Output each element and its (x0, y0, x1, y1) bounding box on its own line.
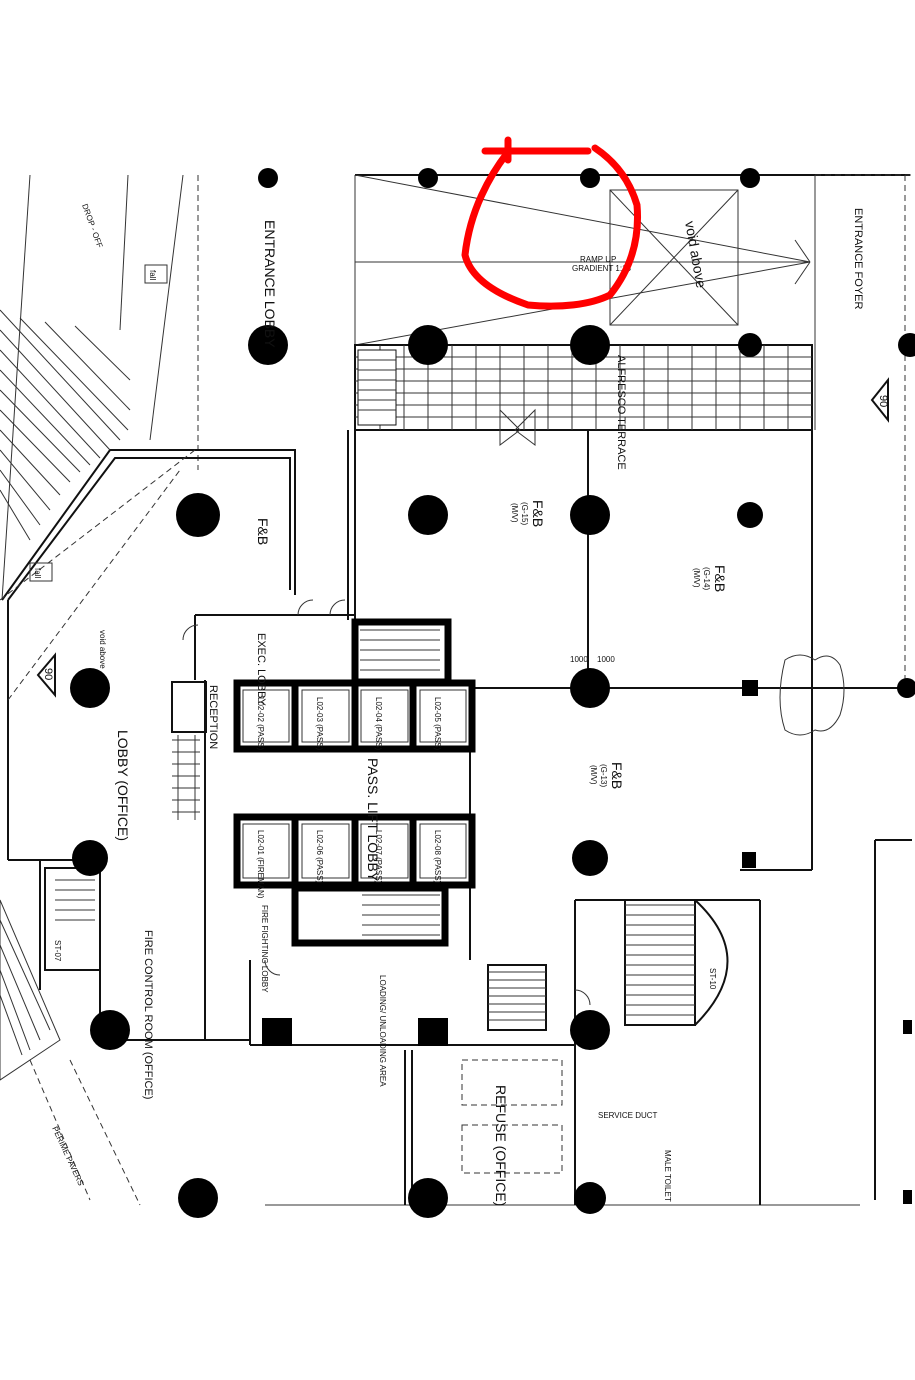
column (258, 168, 278, 188)
column (178, 1178, 218, 1218)
column (408, 495, 448, 535)
column (90, 1010, 130, 1050)
column (418, 168, 438, 188)
label-alfresco-terrace: ALFRESCO TERRACE (615, 355, 627, 470)
label-fire-fighting-lobby: FIRE FIGHTING LOBBY (260, 905, 269, 993)
label-void-above-left: void above (98, 630, 107, 669)
label-fb-g14: F&B (712, 565, 728, 592)
grid-triangle (36, 652, 56, 698)
column (570, 668, 610, 708)
column (570, 495, 610, 535)
column (738, 333, 762, 357)
column (897, 678, 915, 698)
label-grid-90-a: 90 (877, 395, 889, 407)
fall-marker-box (144, 264, 168, 284)
label-ramp-up: RAMP UP (580, 255, 616, 264)
label-male-toilet: MALE TOILET (663, 1150, 672, 1202)
label-lift-l04: L02-04 (PASS) (374, 697, 383, 751)
staircase-st10 (624, 899, 729, 1026)
label-fb-g13-code: (G-13) (599, 764, 608, 787)
ramp-fan-lines (0, 309, 196, 701)
column (176, 493, 220, 537)
grid-triangle (870, 377, 889, 423)
label-refuse-office: REFUSE (OFFICE) (493, 1085, 509, 1206)
label-fb-g14-sub: (M/V) (692, 568, 701, 588)
column (903, 1190, 912, 1204)
label-fall-a: fall (148, 270, 157, 280)
label-lift-l02: L02-02 (PASS) (256, 697, 265, 751)
right-structure (874, 839, 912, 1200)
column (72, 840, 108, 876)
column (70, 668, 110, 708)
column (737, 502, 763, 528)
label-fb-g14-code: (G-14) (702, 567, 711, 590)
column (572, 840, 608, 876)
label-lift-l08: L02-08 (PASS) (433, 830, 442, 884)
fall-marker-box (29, 562, 53, 582)
column (574, 1182, 606, 1214)
lift-core-upper (233, 618, 476, 753)
refuse-bins (461, 1059, 563, 1174)
label-loading-area: LOADING/ UNLOADING AREA (378, 975, 387, 1087)
label-gradient: GRADIENT 1:15 (572, 264, 632, 273)
label-lobby-office: LOBBY (OFFICE) (115, 730, 131, 841)
label-pass-lift-lobby: PASS. LIFT LOBBY (365, 758, 381, 882)
column (742, 852, 756, 868)
label-fb-g13: F&B (609, 762, 625, 789)
label-fb-g13-sub: (M/V) (589, 765, 598, 785)
column (248, 325, 288, 365)
label-exec-lobby: EXEC. LOBBY (255, 633, 267, 706)
hatched-area (0, 899, 141, 1206)
structural-columns (70, 168, 915, 1218)
red-markup-annotation (461, 136, 642, 310)
label-entrance-foyer: ENTRANCE FOYER (852, 208, 864, 310)
label-fb-g15: F&B (530, 500, 546, 527)
label-dim-a: 1000 (570, 655, 588, 664)
label-grid-90-b: 90 (42, 668, 54, 680)
column (408, 325, 448, 365)
label-lift-l01: L02-01 (FIREMAN) (256, 830, 265, 899)
column (903, 1020, 912, 1034)
label-entrance-lobby: ENTRANCE LOBBY (262, 220, 278, 348)
label-lift-l03: L02-03 (PASS) (315, 697, 324, 751)
void-cloud (779, 654, 845, 736)
lift-core-lower (233, 813, 476, 947)
fall-markers: fall fall (29, 264, 168, 582)
staircase-loading (487, 964, 547, 1031)
main-walls (1, 430, 905, 1205)
column (740, 168, 760, 188)
staircase-st07 (44, 867, 101, 971)
column (742, 680, 758, 696)
label-st10: ST-10 (708, 968, 717, 990)
label-dim-b: 1000 (597, 655, 615, 664)
column (262, 1018, 292, 1046)
doors (182, 408, 591, 1006)
label-lift-l07: L02-07 (PASS) (374, 830, 383, 884)
reception-stairs (171, 681, 207, 820)
label-fb-g15-code: (G-15) (520, 502, 529, 525)
column (418, 1018, 448, 1046)
label-lift-l05: L02-05 (PASS) (433, 697, 442, 751)
label-reception: RECEPTION (207, 685, 219, 749)
column (570, 325, 610, 365)
column (408, 1178, 448, 1218)
lift-labels: L02-02 (PASS) L02-03 (PASS) L02-04 (PASS… (256, 697, 442, 899)
column (580, 168, 600, 188)
label-fb-left: F&B (255, 518, 271, 545)
label-fire-control-room: FIRE CONTROL ROOM (OFFICE) (142, 930, 154, 1099)
label-fb-g15-sub: (M/V) (510, 503, 519, 523)
label-fall-b: fall (33, 568, 42, 578)
label-st07: ST-07 (53, 940, 62, 962)
label-service-duct: SERVICE DUCT (598, 1111, 658, 1120)
column (898, 333, 915, 357)
label-lift-l06: L02-06 (PASS) (315, 830, 324, 884)
column (570, 1010, 610, 1050)
grid-markers: 90 90 (36, 377, 889, 698)
